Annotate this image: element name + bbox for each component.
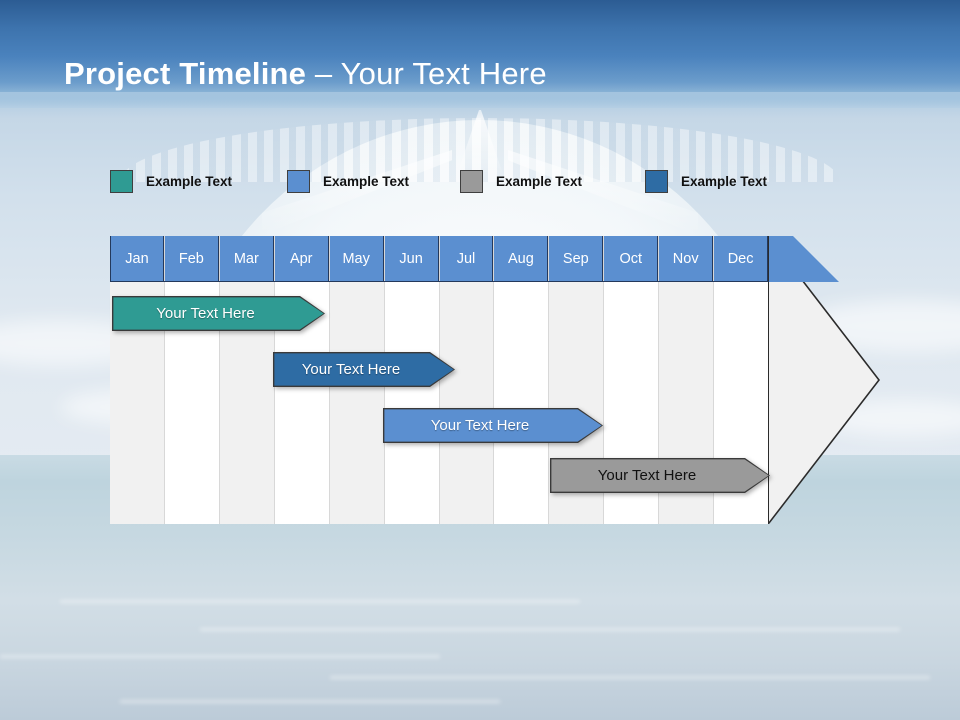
banner-fade: [0, 92, 960, 118]
sea-streak: [120, 700, 500, 703]
task-bar-label: Your Text Here: [430, 417, 530, 434]
task-bar-label: Your Text Here: [597, 467, 697, 484]
month-header-cell[interactable]: Mar: [219, 236, 274, 282]
task-bar[interactable]: Your Text Here: [550, 458, 770, 493]
month-header-cell[interactable]: Sep: [549, 236, 604, 282]
task-bar[interactable]: Your Text Here: [383, 408, 603, 443]
month-label: Jan: [125, 251, 149, 267]
month-column: Aug: [494, 236, 550, 524]
month-column: Mar: [219, 236, 275, 524]
legend-swatch-icon: [110, 170, 133, 193]
legend-item[interactable]: Example Text: [460, 170, 582, 193]
month-label: Dec: [727, 251, 754, 267]
task-bar-fill: [274, 353, 453, 385]
legend-item[interactable]: Example Text: [645, 170, 767, 193]
legend-swatch-icon: [645, 170, 668, 193]
month-label: Sep: [562, 251, 589, 267]
legend-item[interactable]: Example Text: [110, 170, 232, 193]
month-label: Feb: [178, 251, 204, 267]
month-column: Feb: [164, 236, 220, 524]
month-column: Jan: [110, 236, 165, 524]
month-label: Apr: [289, 251, 313, 267]
month-header-cell[interactable]: Jan: [110, 236, 164, 282]
month-label: Nov: [672, 251, 699, 267]
month-label: Jun: [399, 251, 423, 267]
title-banner: [0, 0, 960, 108]
month-label: May: [342, 251, 370, 267]
month-label: Mar: [233, 251, 259, 267]
month-header-cell[interactable]: Jul: [439, 236, 494, 282]
month-header-cell[interactable]: Aug: [494, 236, 549, 282]
page-title-separator: –: [306, 56, 341, 91]
legend-item-label: Example Text: [146, 174, 233, 189]
legend-item-label: Example Text: [681, 174, 768, 189]
page-title-light: Your Text Here: [340, 56, 547, 91]
month-header-cell[interactable]: Apr: [274, 236, 329, 282]
legend-swatch-icon: [287, 170, 310, 193]
task-bar-fill: [113, 297, 323, 329]
month-header-cell[interactable]: May: [329, 236, 384, 282]
task-bar-fill: [551, 459, 768, 491]
task-bar-label: Your Text Here: [156, 305, 255, 322]
month-label: Jul: [456, 251, 476, 267]
legend-swatch-icon: [460, 170, 483, 193]
month-header-cell[interactable]: Jun: [384, 236, 439, 282]
month-header-cell[interactable]: Oct: [604, 236, 659, 282]
legend-item[interactable]: Example Text: [287, 170, 409, 193]
task-bar[interactable]: Your Text Here: [273, 352, 455, 387]
month-header-cell[interactable]: Nov: [659, 236, 714, 282]
page-title: Project Timeline – Your Text Here: [64, 56, 547, 92]
sea-streak: [330, 676, 930, 679]
legend: Example Text Example Text Example Text Exam…: [110, 170, 830, 194]
month-label: Oct: [619, 251, 643, 267]
header-underline: [110, 281, 769, 283]
month-header-cell[interactable]: Dec: [714, 236, 769, 282]
task-bar-label: Your Text Here: [301, 361, 401, 378]
task-bar-fill: [384, 409, 601, 441]
month-label: Aug: [508, 251, 534, 267]
month-header-cell[interactable]: Feb: [164, 236, 219, 282]
timeline-chart: Jan Feb Mar Apr May Jun Jul Aug Sep Oct Nov Dec You…: [110, 236, 880, 524]
task-bar[interactable]: Your Text Here: [112, 296, 325, 331]
month-column: Jul: [439, 236, 495, 524]
page-title-bold: Project Timeline: [64, 56, 307, 91]
sea-streak: [0, 655, 440, 658]
sea-streak: [60, 600, 580, 603]
legend-item-label: Example Text: [323, 174, 410, 189]
sea-streak: [200, 628, 900, 631]
legend-item-label: Example Text: [496, 174, 583, 189]
